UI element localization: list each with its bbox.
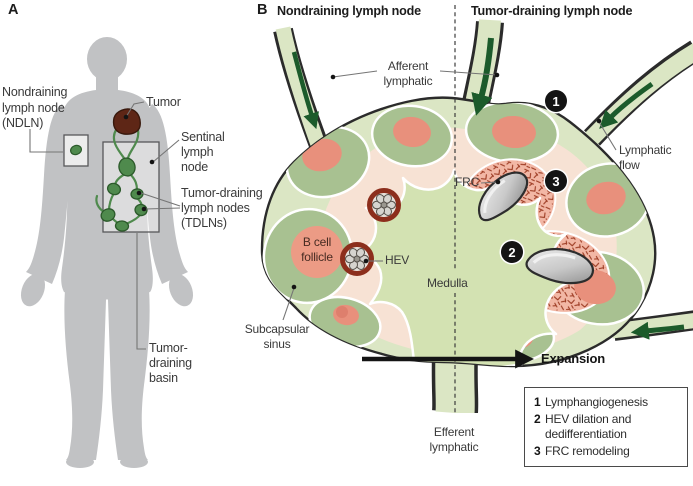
panel-a-leader-lines — [29, 101, 181, 350]
legend-item-2: 2 HEV dilation and dedifferentiation — [534, 412, 680, 443]
label-ndln: Nondraining lymph node (NDLN) — [2, 85, 68, 130]
follicle-center — [336, 306, 348, 318]
ndln-inset-box — [63, 134, 89, 167]
panel-a-letter: A — [8, 2, 19, 18]
panel-b-leader-dots — [291, 72, 602, 290]
tumor-shape — [112, 108, 141, 135]
label-hev: HEV — [385, 253, 410, 267]
label-tdln: Tumor-draining lymph nodes (TDLNs) — [181, 186, 263, 230]
dilated-hev-1 — [478, 171, 529, 222]
legend-box: 1 Lymphangiogenesis 2 HEV dilation and d… — [524, 387, 688, 468]
lymph-flow-arrows — [291, 37, 685, 340]
hev-rosettes — [340, 188, 401, 276]
label-afferent-lymphatic: Afferent lymphatic — [383, 59, 433, 88]
legend-number: 2 — [534, 411, 541, 426]
node-interior — [262, 100, 651, 366]
ndln-node-shape — [70, 144, 82, 156]
label-tumor: Tumor — [146, 95, 181, 109]
panel-b-leader-lines — [282, 70, 617, 321]
legend-label: Lymphangiogenesis — [545, 395, 648, 409]
badge-3-frc-remodeling: 3 — [545, 170, 567, 192]
label-frc: FRC — [455, 175, 480, 189]
legend-item-3: 3 FRC remodeling — [534, 444, 680, 460]
label-expansion: Expansion — [541, 351, 605, 366]
dilated-hev-2 — [525, 248, 594, 285]
panel-a-leader-dots — [123, 114, 155, 212]
vessel-fade — [400, 413, 520, 486]
badge-1-lymphangiogenesis: 1 — [545, 90, 567, 112]
panel-a — [20, 37, 194, 468]
label-b-cell-follicle: B cell follicle — [301, 235, 333, 264]
panel-b-letter: B — [257, 2, 268, 18]
legend-label: HEV dilation and dedifferentiation — [545, 411, 632, 442]
badge-2-hev-dilation: 2 — [501, 241, 523, 263]
label-efferent-lymphatic: Efferent lymphatic — [429, 425, 479, 454]
legend-number: 3 — [534, 443, 541, 458]
legend-item-1: 1 Lymphangiogenesis — [534, 395, 680, 411]
label-medulla: Medulla — [427, 276, 468, 290]
panel-b — [260, 5, 693, 486]
legend-number: 1 — [534, 395, 541, 409]
legend-label: FRC remodeling — [545, 443, 630, 458]
label-tumor-draining-basin: Tumor- draining basin — [149, 341, 192, 385]
label-lymphatic-flow: Lymphatic flow — [619, 143, 672, 172]
label-sentinel-node: Sentinal lymph node — [181, 130, 225, 174]
title-nondraining: Nondraining lymph node — [277, 4, 421, 18]
title-tumor-draining: Tumor-draining lymph node — [471, 4, 633, 18]
b-cell-follicle-shape — [291, 226, 343, 278]
label-subcapsular-sinus: Subcapsular sinus — [244, 322, 310, 351]
